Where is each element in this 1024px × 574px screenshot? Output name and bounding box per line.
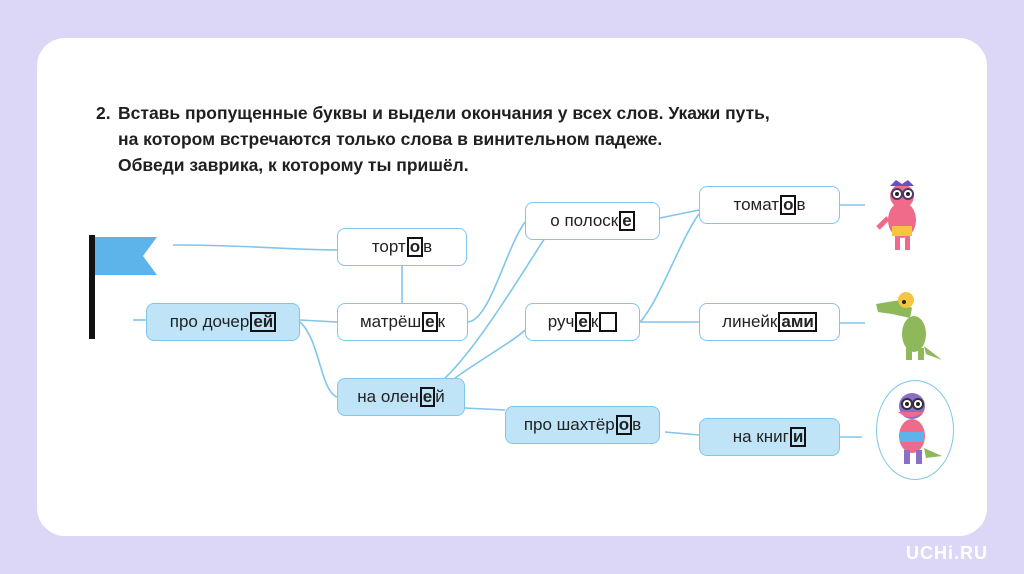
brand-logo: UCHi.RU [906,543,988,564]
flag-icon [95,237,157,275]
green-dino-icon [872,288,944,364]
empty-box [599,312,617,332]
purple-dino-icon [880,388,948,472]
pink-dino-icon [868,178,932,256]
